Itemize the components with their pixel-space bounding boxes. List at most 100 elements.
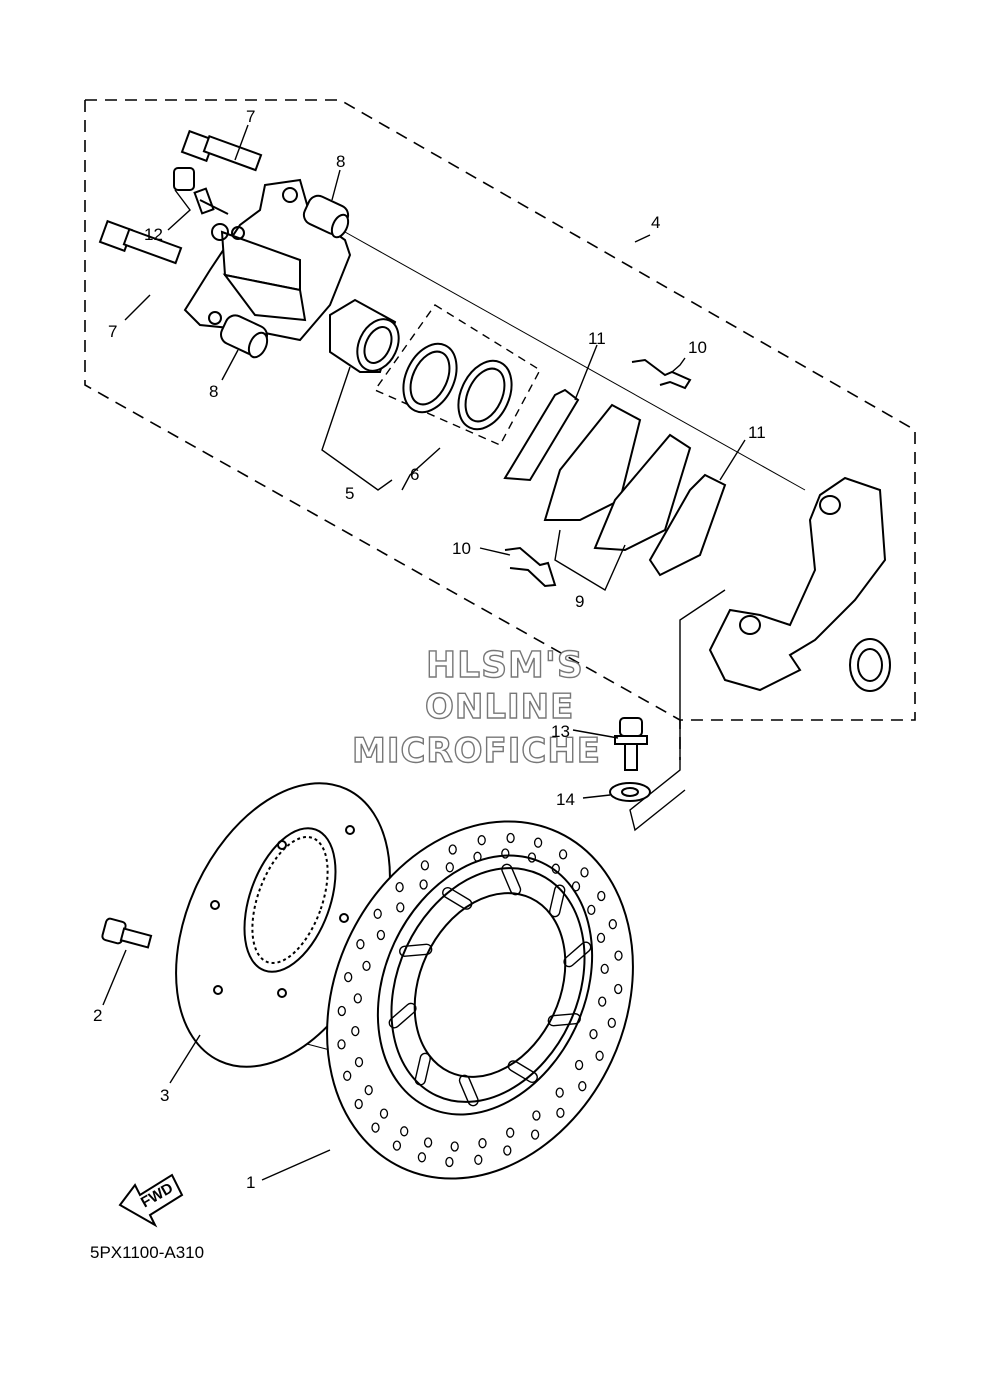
callout-7-upper: 7 <box>246 107 256 126</box>
disc-hole <box>353 993 362 1004</box>
disc-slot <box>399 943 433 957</box>
callout-10-upper: 10 <box>688 338 707 357</box>
disc-hole <box>362 960 371 972</box>
pad-spring-lower <box>504 546 557 588</box>
brake-disc <box>326 820 634 1180</box>
disc-hole <box>337 1039 346 1050</box>
disc-hole <box>354 1056 364 1068</box>
disc-hole <box>392 1140 402 1151</box>
disc-hole <box>356 939 365 950</box>
disc-hole <box>477 835 486 846</box>
piston-seals <box>402 342 513 431</box>
disc-hole <box>354 1098 363 1110</box>
disc-hole <box>501 848 510 859</box>
caliper-assembly-boundary-left <box>84 100 681 721</box>
disc-slot <box>442 887 473 910</box>
disc-hole <box>527 852 537 863</box>
disc-hole <box>533 837 543 848</box>
disc-hole <box>373 908 382 919</box>
piston <box>329 298 400 373</box>
callout-13: 13 <box>551 722 570 741</box>
watermark-line-2: ONLINE <box>424 687 575 727</box>
pin-bolt-lower <box>98 219 183 265</box>
callout-3: 3 <box>160 1086 170 1105</box>
disc-hole <box>589 1028 598 1040</box>
disc-hole <box>396 902 405 913</box>
disc-hole <box>608 919 617 930</box>
bracket-bolt <box>614 717 648 771</box>
disc-hole <box>420 860 430 871</box>
catalog-code: 5PX1100-A310 <box>90 1243 205 1262</box>
disc-hole <box>478 1138 487 1149</box>
disc-hole <box>558 849 568 860</box>
disc-slot <box>414 1052 431 1086</box>
disc-slot <box>549 884 566 918</box>
disc-hole <box>364 1084 373 1096</box>
disc-hole <box>450 1141 459 1152</box>
disc-hole <box>344 971 353 983</box>
disc-hole <box>419 879 428 890</box>
disc-hole <box>532 1110 541 1121</box>
disc-hole <box>614 950 623 961</box>
watermark-line-1: HLSM'S <box>425 645 584 686</box>
disc-hole <box>530 1129 540 1140</box>
callout-6: 6 <box>410 465 420 484</box>
disc-hole <box>556 1107 565 1119</box>
disc-hole <box>351 1025 360 1037</box>
disc-hole <box>343 1070 352 1081</box>
disc-slot <box>563 941 592 968</box>
disc-hole <box>597 890 606 902</box>
disc-hole <box>395 881 404 893</box>
disc-hole <box>587 904 596 916</box>
disc-hole <box>551 863 560 874</box>
callout-12: 12 <box>144 225 163 244</box>
callout-9: 9 <box>575 592 585 611</box>
disc-slot <box>388 1002 417 1029</box>
brake-pads <box>543 403 692 552</box>
callout-2: 2 <box>93 1006 103 1025</box>
disc-hole <box>376 929 386 941</box>
callout-8-upper: 8 <box>336 152 346 171</box>
caliper-axis-line <box>344 231 806 491</box>
disc-hole <box>574 1059 584 1071</box>
disc-hole <box>448 844 457 855</box>
disc-vent-holes <box>337 832 623 1168</box>
disc-hole <box>506 1127 515 1138</box>
disc-hole <box>506 832 515 844</box>
disc-hole <box>595 1050 604 1061</box>
disc-hole <box>417 1152 427 1163</box>
fwd-arrow <box>118 1173 184 1228</box>
disc-hole <box>400 1126 409 1137</box>
pin-boot-lower <box>220 314 269 359</box>
disc-hole <box>503 1145 512 1156</box>
disc-hole <box>337 1005 346 1017</box>
disc-hole <box>555 1087 564 1098</box>
disc-hole <box>571 881 581 892</box>
disc-bolt <box>101 917 153 949</box>
pin-bolt-upper <box>180 129 263 172</box>
disc-hole <box>607 1017 616 1029</box>
disc-hole <box>600 963 609 975</box>
callout-4: 4 <box>651 213 661 232</box>
pin-boot-upper <box>302 194 350 239</box>
pad-spring-upper <box>631 358 692 390</box>
disc-hole <box>614 983 623 995</box>
pad-shim-right <box>648 473 727 577</box>
disc-hole <box>598 996 607 1007</box>
disc-hole <box>445 1156 454 1168</box>
callout-10-lower: 10 <box>452 539 471 558</box>
bleed-screw <box>173 167 229 215</box>
callout-11-left: 11 <box>588 329 606 348</box>
disc-hole <box>445 862 454 873</box>
callout-14: 14 <box>556 790 575 809</box>
disc-hole <box>580 867 589 878</box>
callout-1: 1 <box>246 1173 256 1192</box>
disc-slots <box>388 863 592 1107</box>
disc-hole <box>423 1137 433 1148</box>
caliper-bracket <box>708 476 891 692</box>
disc-slot <box>507 1060 538 1083</box>
washer <box>609 782 651 802</box>
callout-8-lower: 8 <box>209 382 219 401</box>
disc-slot <box>501 863 522 896</box>
